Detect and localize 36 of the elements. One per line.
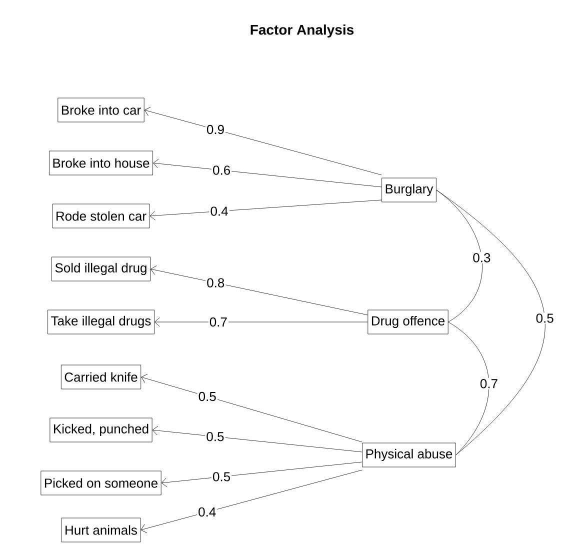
edge-label: 0.7 — [478, 378, 499, 390]
edge-label: 0.5 — [205, 431, 226, 442]
edge-label: 0.4 — [209, 206, 230, 217]
edge-label: 0.5 — [197, 390, 218, 402]
edge-label: 0.6 — [212, 164, 232, 176]
arrow — [152, 426, 362, 452]
arrow — [141, 374, 362, 442]
item-box: Broke into car — [58, 98, 144, 122]
item-box: Kicked, punched — [50, 418, 152, 442]
factor-box: Burglary — [382, 178, 436, 202]
title: Factor Analysis — [250, 24, 354, 38]
arrow — [161, 462, 362, 488]
item-box: Broke into house — [49, 150, 153, 176]
item-box: Rode stolen car — [52, 204, 150, 228]
factor-box: Physical abuse — [362, 442, 456, 468]
arrow — [144, 106, 382, 176]
edge-label: 0.9 — [205, 124, 226, 136]
edge-label: 0.4 — [197, 506, 218, 518]
correlation-curve — [436, 190, 546, 456]
arrow — [150, 200, 382, 220]
item-box: Hurt animals — [61, 518, 141, 542]
edge-label: 0.8 — [206, 277, 226, 288]
item-box: Picked on someone — [40, 470, 162, 496]
factor-box: Drug offence — [368, 310, 448, 334]
arrow — [140, 470, 362, 534]
item-box: Take illegal drugs — [48, 310, 154, 334]
correlation-curve — [448, 322, 490, 456]
arrow — [154, 317, 368, 327]
edge-label: 0.5 — [534, 312, 555, 324]
edge-label: 0.3 — [472, 252, 492, 264]
edge-label: 0.7 — [208, 316, 228, 328]
item-box: Sold illegal drug — [52, 256, 150, 282]
arrow — [150, 266, 368, 316]
arrow — [153, 158, 382, 188]
item-box: Carried knife — [60, 364, 142, 390]
edge-label: 0.5 — [212, 471, 232, 482]
